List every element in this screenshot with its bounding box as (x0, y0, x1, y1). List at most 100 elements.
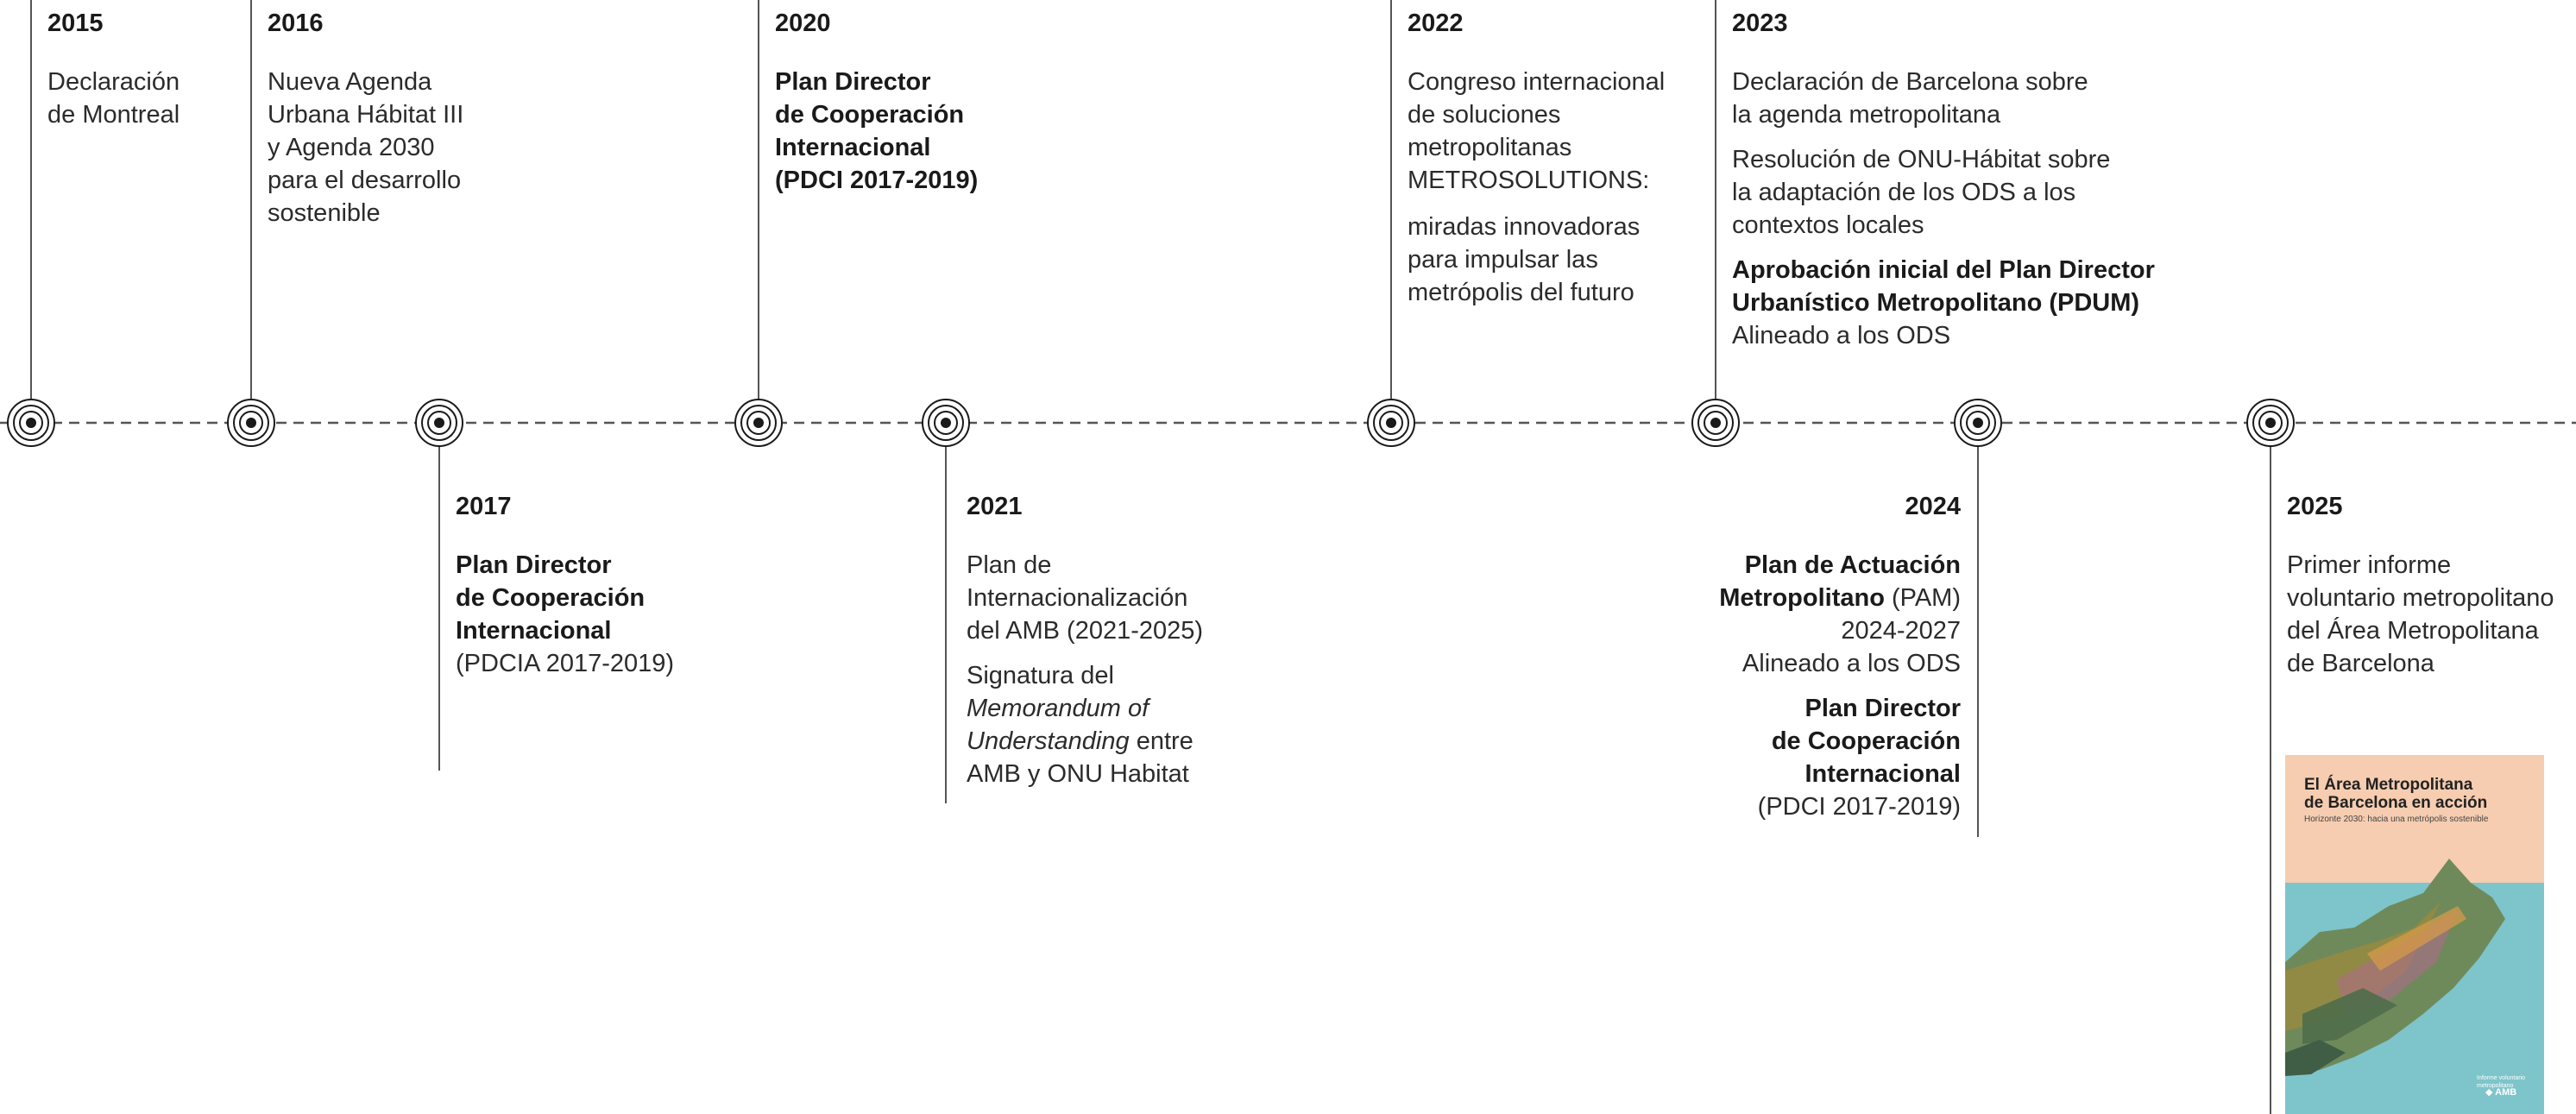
event-text-line: METROSOLUTIONS: (1408, 164, 1701, 197)
event-text-segment: Understanding (967, 727, 1130, 755)
timeline-node-middle (233, 405, 269, 441)
event-text-line: y Agenda 2030 (268, 131, 492, 164)
timeline-node-dot (1973, 418, 1983, 428)
event-text-line: del Área Metropolitana (2287, 614, 2572, 647)
event-text-segment: Congreso internacional (1408, 68, 1666, 96)
event-year: 2022 (1408, 9, 1464, 37)
event-year: 2017 (456, 493, 512, 520)
event-text-segment: de Cooperación (456, 584, 646, 612)
event-text-segment: 2024-2027 (1841, 617, 1961, 645)
event-text-line: Nueva Agenda (268, 66, 492, 98)
event-text-line: de Barcelona (2287, 647, 2572, 680)
event-text-line: la agenda metropolitana (1732, 98, 2181, 131)
event-year: 2015 (47, 9, 104, 37)
event-text-segment: Metropolitano (1719, 584, 1885, 612)
event-text-line: de Montreal (47, 98, 255, 131)
event-text-segment: metrópolis del futuro (1408, 279, 1634, 306)
event-text-segment: (PDCI 2017-2019) (1757, 793, 1961, 821)
event-text-line: Urbanístico Metropolitano (PDUM) (1732, 286, 2181, 319)
event-text-segment: Plan Director (456, 551, 612, 579)
event-text-line: Plan de Actuación (1605, 549, 1961, 582)
event-text-line: Internacionalización (967, 582, 1243, 614)
event-text-line: metropolitanas (1408, 131, 1701, 164)
timeline-node-dot (26, 418, 36, 428)
event-text-line: Declaración de Barcelona sobre (1732, 66, 2181, 98)
event-text-line: Congreso internacional (1408, 66, 1701, 98)
event-text-segment: Urbanístico Metropolitano (PDUM) (1732, 289, 2140, 317)
event-text-line: Urbana Hábitat III (268, 98, 492, 131)
event-text-line: Declaración (47, 66, 255, 98)
event-text-segment: de soluciones (1408, 101, 1561, 129)
event-text-line: de Cooperación (456, 582, 715, 614)
timeline-node-inner (1966, 411, 1990, 435)
event-text-segment: miradas innovadoras (1408, 213, 1641, 241)
event-text-segment: de Cooperación (1771, 727, 1961, 755)
event-text-segment: (PDCIA 2017-2019) (456, 650, 675, 677)
cover-subtitle: Horizonte 2030: hacia una metrópolis sos… (2304, 815, 2489, 824)
event-text-line: sostenible (268, 197, 492, 230)
event-text-segment: del Área Metropolitana (2287, 617, 2539, 645)
event-text-segment: para impulsar las (1408, 246, 1598, 274)
timeline-node-inner (934, 411, 958, 435)
event-text-segment: metropolitanas (1408, 134, 1572, 161)
event-text-segment: para el desarrollo (268, 167, 462, 194)
event-text-line: Signatura del (967, 659, 1243, 692)
event-text-segment: Alineado a los ODS (1741, 650, 1961, 677)
timeline-node-dot (753, 418, 764, 428)
event-text-line: de Cooperación (775, 98, 1060, 131)
event-text-line: del AMB (2021-2025) (967, 614, 1243, 647)
timeline-node-dot (1386, 418, 1396, 428)
event-text-line: metrópolis del futuro (1408, 276, 1701, 309)
event-year: 2021 (967, 493, 1023, 520)
event-text-segment: Internacionalización (967, 584, 1188, 612)
event-text-segment: la agenda metropolitana (1732, 101, 2001, 129)
event-text-line: Internacional (456, 614, 715, 647)
event-text-line: Internacional (1605, 758, 1962, 790)
event-text-segment: Internacional (775, 134, 931, 161)
timeline-node-dot (434, 418, 444, 428)
timeline-node-dot (2265, 418, 2276, 428)
event-text-segment: Memorandum of (967, 695, 1149, 722)
timeline-node-inner (1379, 411, 1403, 435)
cover-map-illustration (2285, 859, 2505, 1076)
event-text-line: Plan Director (775, 66, 1060, 98)
amb-logo-mark-icon: ◆ (2485, 1087, 2493, 1098)
amb-logo: ◆ AMB (2485, 1087, 2517, 1098)
timeline-node-middle (1960, 405, 1996, 441)
event-paragraph: Congreso internacional de soluciones metro… (1408, 66, 1701, 197)
timeline-node-inner (2258, 411, 2283, 435)
event-text-line: Aprobación inicial del Plan Director (1732, 254, 2181, 286)
event-text-segment: voluntario metropolitano (2287, 584, 2554, 612)
event-text-line: de soluciones (1408, 98, 1701, 131)
event-text-segment: Primer informe (2287, 551, 2452, 579)
timeline-node-inner (19, 411, 43, 435)
event-text-line: (PDCIA 2017-2019) (456, 647, 715, 680)
event-text-line: Plan de (967, 549, 1243, 582)
event-paragraph: Declaración de Barcelona sobre la agenda … (1732, 66, 2181, 131)
timeline-node-inner (427, 411, 451, 435)
event-text-line: Alineado a los ODS (1732, 319, 2181, 352)
event-text-segment: y Agenda 2030 (268, 134, 435, 161)
event-text-line: Alineado a los ODS (1605, 647, 1961, 680)
event-text-segment: contextos locales (1732, 211, 1924, 239)
timeline-node-inner (239, 411, 263, 435)
event-text-segment: Alineado a los ODS (1732, 322, 1951, 349)
event-text-segment: Nueva Agenda (268, 68, 432, 96)
event-text-segment: METROSOLUTIONS: (1408, 167, 1650, 194)
event-text-line: (PDCI 2017-2019) (1605, 790, 1961, 823)
